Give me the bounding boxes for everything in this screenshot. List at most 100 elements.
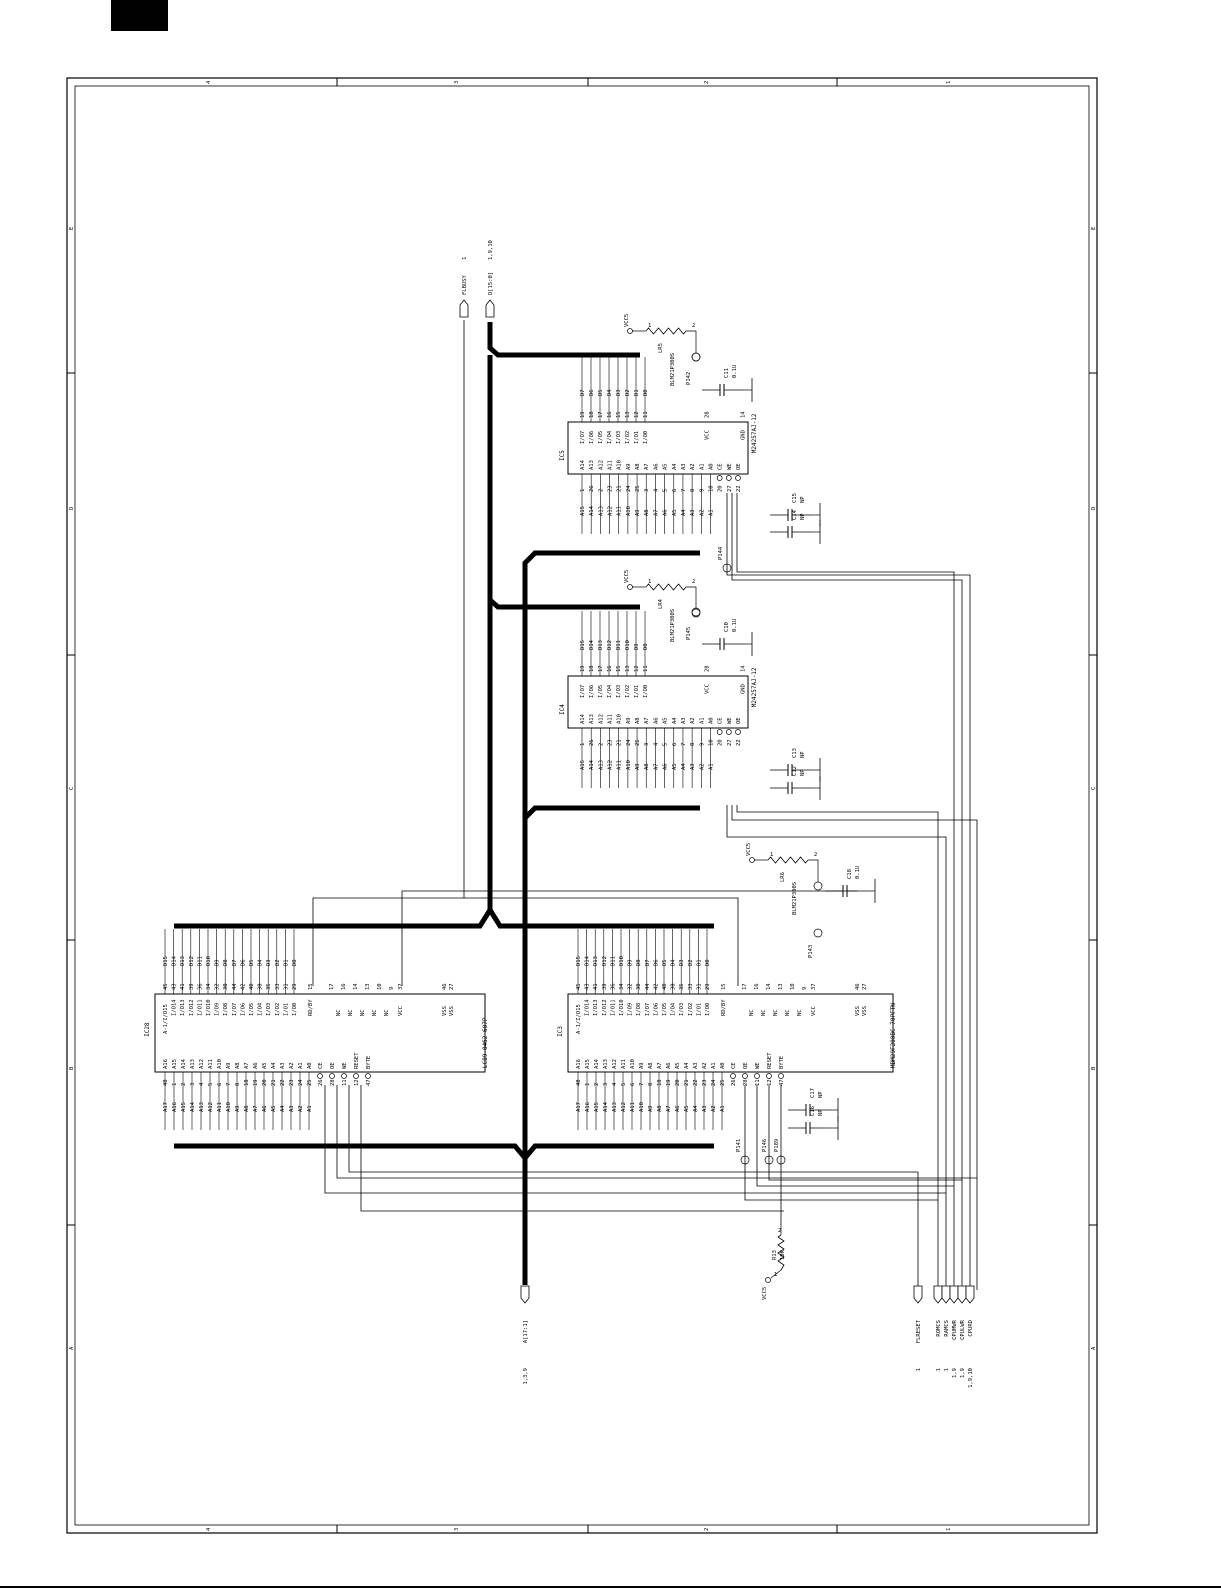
c15-ref: C15 [792,493,798,503]
ic28-nc-pin: 10 [377,983,383,990]
ic3-vss-label: VSS [862,1006,868,1016]
ic3-vss-pin: 27 [862,983,868,990]
ic28-io-pin: 38 [258,983,264,990]
ic4-net-label: A5 [672,763,678,770]
ic4-io-pin: 16 [607,665,613,672]
r13-value: 10K [780,1249,786,1260]
ic28-addr-pin: 18 [244,1079,250,1086]
ic4-data-net: D15 [580,640,586,650]
ic3-io-label: I/O12 [602,999,608,1016]
ic28-addr-net: A8 [244,1105,250,1112]
ic28-rdby-pin: 15 [308,983,314,990]
ic5-vcc-pin: 28 [704,411,710,418]
ic28-io-net: D2 [275,959,281,966]
ic4-pin-label: WE [727,717,733,724]
ic4-io-pin: 19 [580,665,586,672]
ic3-io-net: D15 [576,956,582,966]
ic28-io-net: D11 [197,956,203,966]
ic3-part: MBM29F200BC-70PFTN [890,1003,897,1068]
bus-lines [174,322,714,1285]
grid-col-label: 3 [454,1528,460,1531]
ic4-pin-label: CE [718,717,724,724]
c13-value: NP [800,751,806,758]
ic28-addr-label: A8 [235,1062,241,1069]
c14-value: NP [800,513,806,520]
ic28-ctrl-label: OE [330,1062,336,1069]
testpoint-label: P143 [808,945,814,958]
ic28-addr-net: A11 [217,1102,223,1112]
ic28-io-label: I/O2 [275,1003,281,1016]
port-flreset-ref: 1 [916,1368,922,1371]
ic4-pin-num: 22 [736,739,742,746]
ic28-io-net: D12 [189,956,195,966]
ic3-nc-pin: 10 [790,983,796,990]
ic4-vcc-label: VCC [704,684,710,694]
ic28-addr-pin: 4 [199,1082,205,1086]
ic3-addr-pin: 19 [666,1079,672,1086]
c16-value: NP [818,1109,824,1116]
ic4-vcc-pin: 28 [704,665,710,672]
ic3-io-pin: 29 [705,983,711,990]
ic4-pin-label: A4 [672,717,678,724]
ic28-ctrl-pin: 12 [354,1079,360,1086]
ic4-net-label: A15 [580,760,586,770]
ic3-addr-label: A8 [648,1062,654,1069]
grid-row-label: C [1091,787,1097,790]
ic3-ctrl-label: BYTE [779,1056,785,1069]
ic28-addr-pin: 2 [181,1083,187,1086]
ic5-net-label: A13 [598,506,604,516]
ic3-io-net: D0 [705,959,711,966]
ic3-io-label: I/O6 [653,1003,659,1016]
port-ramcs-name: RAMCS [944,1320,950,1337]
lr4-pin1: 1 [648,579,651,585]
ic3-io-net: D3 [679,959,685,966]
ic5-pin-num: 22 [736,485,742,492]
port-cpumwr-ref: 1,9 [952,1368,958,1378]
ic5-io-label: I/O5 [598,431,604,444]
ic3-nc-label: NC [773,1009,779,1016]
r13-pin1: 1 [774,1272,777,1278]
ic3-addr-net: A10 [639,1102,645,1112]
ic3-addr-label: A12 [612,1059,618,1069]
ic5-pin-num: 25 [635,485,641,492]
lr5-pin1: 1 [648,323,651,329]
ic4-pin-num: 20 [718,739,724,746]
ic3-io-pin: 44 [645,983,651,990]
ic5-data-net: D7 [580,389,586,396]
ic4-net-label: A8 [644,763,650,770]
ic28-io-net: D6 [240,959,246,966]
ic28-io-pin: 42 [240,983,246,990]
ic4-net-label: A14 [589,759,595,770]
ic3-ctrl-label: CE [731,1062,737,1069]
ic3-nc-pin: 17 [742,983,748,990]
ic4-data-net: D8 [643,643,649,650]
ic4-pin-num: 24 [626,739,632,746]
ic4-io-label: I/O6 [589,685,595,698]
ic3-io-label: I/O10 [619,999,625,1016]
ic3-addr-net: A2 [711,1105,717,1112]
ic4-data-net: D13 [598,640,604,650]
ic5-pin-num: 26 [589,485,595,492]
ic28-io-net: D13 [180,956,186,966]
ic28-addr-pin: 48 [163,1079,169,1086]
ic4-data-net: D11 [616,640,622,650]
ic28-addr-label: A12 [199,1059,205,1069]
ic4-body [567,675,749,729]
grid-col-label: 4 [206,1527,212,1531]
ic3-nc-pin: 14 [766,983,772,990]
ic3-io-label: I/O0 [705,1003,711,1016]
ic4-gnd-label: GND [740,684,746,694]
ic28-addr-pin: 23 [289,1079,295,1086]
c18-value: 0.1U [855,866,861,879]
ic4-pin-num: 25 [635,739,641,746]
ic28-ctrl-label: WE [342,1062,348,1069]
ic5-body [567,421,749,475]
ic28-vcc-pin: 37 [398,983,404,990]
ic5-net-label: A4 [681,509,687,516]
ic3-io-net: D7 [645,959,651,966]
ic5-pin-label: WE [727,463,733,470]
